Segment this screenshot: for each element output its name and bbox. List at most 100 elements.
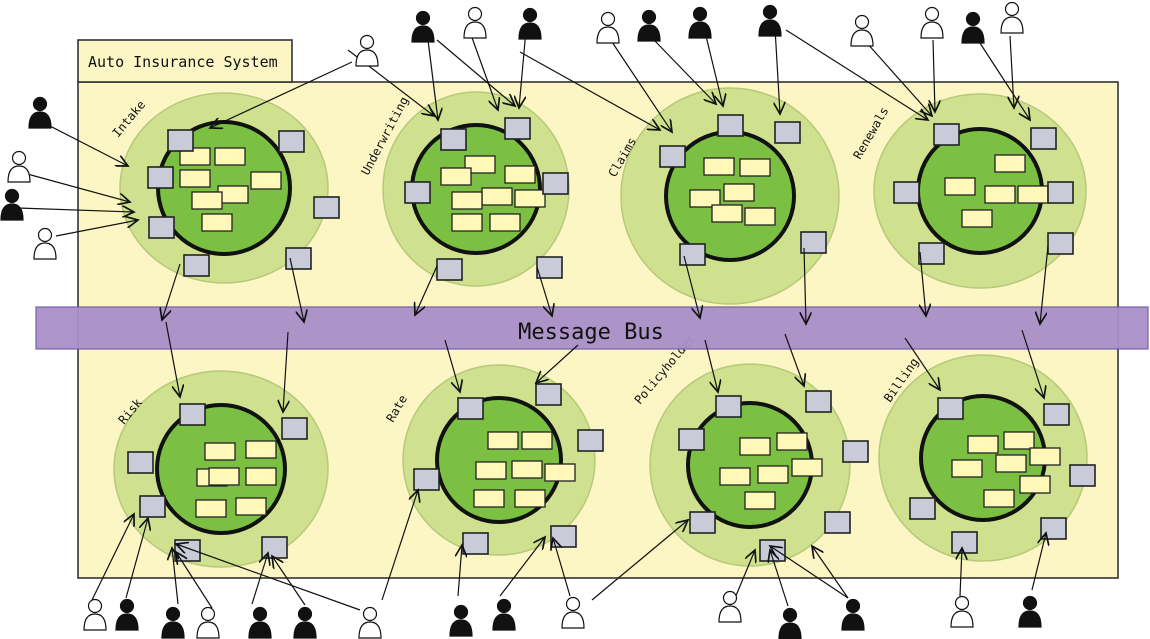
sticky-note — [514, 489, 546, 508]
port-square — [933, 123, 960, 146]
connection-arrow — [19, 171, 130, 202]
sticky-note — [689, 189, 721, 208]
connection-arrow — [933, 39, 935, 112]
port-square — [909, 497, 936, 520]
port-square — [179, 403, 206, 426]
connection-arrow — [519, 51, 660, 130]
sticky-note — [245, 440, 277, 459]
person-outline-icon — [33, 227, 57, 260]
person-filled-icon — [778, 607, 802, 639]
connection-arrow — [283, 331, 288, 412]
person-outline-icon — [920, 6, 944, 39]
connection-arrow — [770, 550, 789, 607]
connection-arrow — [784, 333, 804, 386]
port-square — [457, 397, 484, 420]
connection-arrow — [415, 265, 438, 315]
connection-arrow — [162, 263, 181, 320]
sticky-note — [451, 213, 483, 232]
sticky-note — [245, 467, 277, 486]
port-square — [413, 468, 440, 491]
connection-arrow — [960, 548, 962, 597]
sticky-note — [214, 147, 246, 166]
sticky-note — [489, 213, 521, 232]
connection-arrow — [553, 538, 571, 597]
sticky-note — [776, 432, 808, 451]
sticky-note — [739, 437, 771, 456]
port-square — [147, 166, 174, 189]
connection-arrow — [904, 337, 940, 390]
connection-arrow — [381, 490, 418, 601]
connection-arrow — [770, 546, 849, 599]
connection-arrow — [653, 39, 716, 104]
port-square — [1043, 403, 1070, 426]
title-box — [77, 39, 293, 83]
connection-arrow — [176, 544, 361, 611]
sticky-note — [983, 489, 1015, 508]
person-filled-icon — [518, 7, 542, 40]
port-square — [148, 216, 175, 239]
port-square — [313, 196, 340, 219]
core-domain-circle — [410, 123, 542, 255]
sticky-note — [1003, 431, 1035, 450]
sticky-note — [791, 458, 823, 477]
sticky-note — [473, 489, 505, 508]
person-filled-icon — [841, 598, 865, 631]
connection-arrow — [785, 29, 928, 120]
connection-arrow — [427, 39, 438, 120]
sticky-note — [719, 467, 751, 486]
port-square — [717, 114, 744, 137]
person-filled-icon — [161, 606, 185, 639]
sticky-note — [514, 189, 546, 208]
port-square — [167, 129, 194, 152]
sticky-note — [1029, 447, 1061, 466]
port-square — [536, 256, 563, 279]
sticky-note — [744, 491, 776, 510]
port-square — [504, 117, 531, 140]
port-square — [183, 254, 210, 277]
port-square — [937, 397, 964, 420]
person-filled-icon — [449, 604, 473, 637]
connection-arrow — [1040, 245, 1049, 324]
connection-arrow — [519, 29, 527, 108]
sticky-note — [967, 435, 999, 454]
port-square — [404, 181, 431, 204]
port-square — [1030, 127, 1057, 150]
sticky-note — [504, 165, 536, 184]
connection-arrow — [444, 339, 460, 392]
sticky-note — [961, 209, 993, 228]
connection-arrow — [125, 518, 148, 599]
sticky-note — [179, 169, 211, 188]
connection-arrow — [91, 514, 134, 601]
connection-arrow — [704, 339, 718, 392]
sticky-note — [994, 154, 1026, 173]
port-square — [800, 231, 827, 254]
port-square — [535, 383, 562, 406]
person-filled-icon — [28, 96, 52, 129]
sticky-note — [191, 191, 223, 210]
connection-arrow — [920, 251, 926, 316]
connection-arrow — [499, 537, 545, 597]
sticky-note — [179, 147, 211, 166]
sticky-note — [487, 431, 519, 450]
system-title: Auto Insurance System — [88, 53, 278, 71]
sticky-note — [250, 171, 282, 190]
port-square — [278, 130, 305, 153]
person-filled-icon — [411, 10, 435, 43]
connection-arrow — [812, 546, 849, 599]
connection-arrow — [536, 344, 579, 383]
port-square — [842, 440, 869, 463]
port-square — [1047, 232, 1074, 255]
port-square — [127, 451, 154, 474]
person-filled-icon — [248, 606, 272, 639]
sticky-note — [208, 467, 240, 486]
person-filled-icon — [1018, 595, 1042, 628]
connection-arrow — [17, 208, 134, 212]
sticky-note — [1017, 185, 1049, 204]
connection-arrow — [683, 255, 700, 318]
person-outline-icon — [850, 14, 874, 47]
sticky-note — [451, 191, 483, 210]
person-filled-icon — [492, 598, 516, 631]
sticky-note — [481, 187, 513, 206]
domain-renewals: Renewals — [850, 93, 1087, 289]
